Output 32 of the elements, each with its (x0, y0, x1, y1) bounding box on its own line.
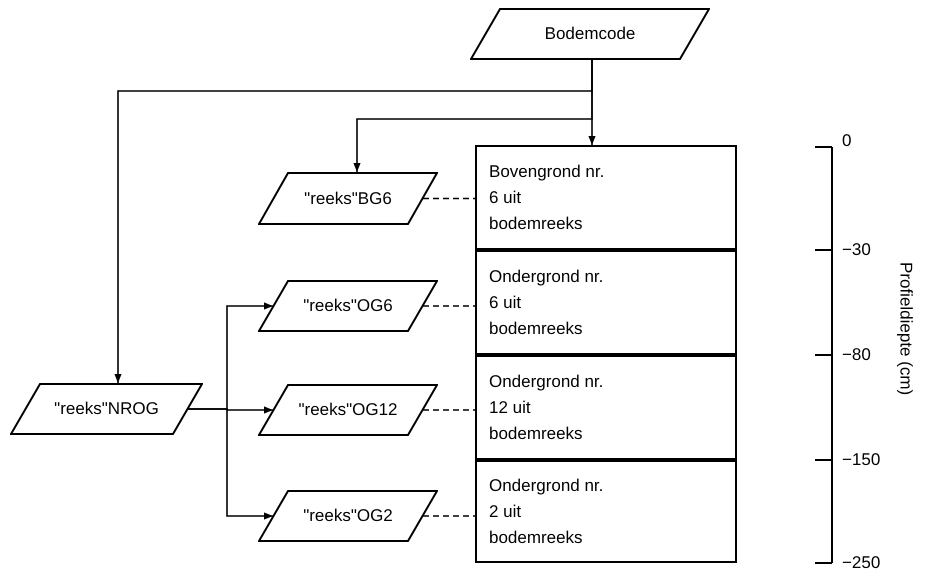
node-label: Ondergrond nr. 6 uit bodemreeks (489, 266, 604, 340)
layer-box (475, 460, 737, 563)
data-parallelogram (258, 172, 438, 225)
data-parallelogram (470, 8, 710, 60)
node-label: "reeks"OG6 (303, 295, 393, 317)
layer-box (475, 250, 737, 355)
connector-line (423, 409, 475, 411)
data-parallelogram (258, 280, 438, 332)
layer-box (475, 355, 737, 460)
node-label: Bovengrond nr. 6 uit bodemreeks (489, 160, 606, 234)
data-parallelogram (258, 490, 438, 542)
tick-label: 0 (842, 131, 852, 151)
node-label: Bodemcode (544, 23, 636, 45)
connector-line (423, 305, 475, 307)
connector-line (423, 515, 475, 517)
node-label: "reeks"OG12 (298, 399, 398, 421)
arrow (188, 408, 273, 520)
layer-box (475, 145, 737, 250)
tick-label: −80 (842, 345, 871, 365)
data-parallelogram (258, 384, 438, 436)
connector-line (423, 198, 475, 200)
axis-title: Profieldiepte (cm) (896, 262, 916, 396)
tick-label: −30 (842, 240, 871, 260)
arrow (114, 60, 593, 383)
node-label: "reeks"NROG (54, 398, 159, 420)
tick-label: −150 (842, 450, 880, 470)
node-label: Ondergrond nr. 2 uit bodemreeks (489, 474, 604, 548)
node-label: "reeks"BG6 (304, 188, 392, 210)
tick-label: −250 (842, 553, 880, 573)
node-label: "reeks"OG2 (303, 505, 393, 527)
node-label: Ondergrond nr. 12 uit bodemreeks (489, 370, 604, 444)
data-parallelogram (10, 383, 203, 435)
